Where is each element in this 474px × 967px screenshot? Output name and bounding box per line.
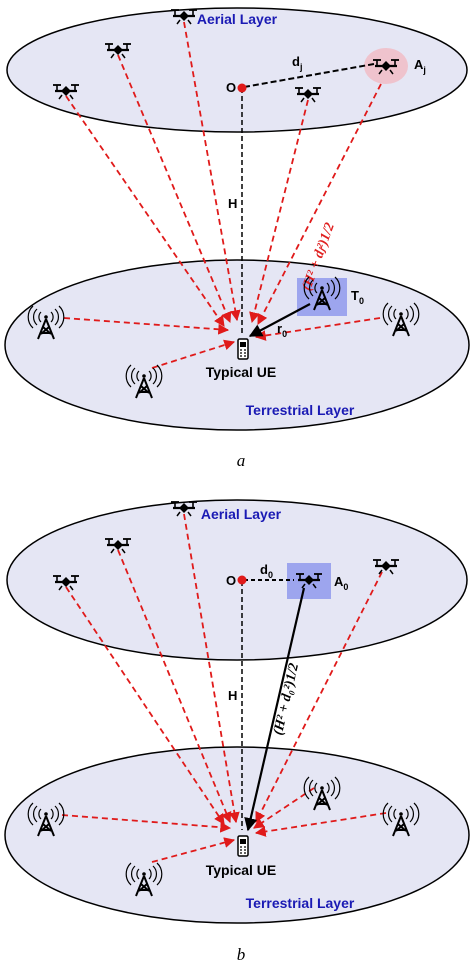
phone-icon xyxy=(237,835,249,857)
terrestrial-layer-ellipse xyxy=(4,746,470,924)
interference-link xyxy=(117,549,232,823)
ue-label: Typical UE xyxy=(206,862,277,878)
interference-link xyxy=(253,787,315,829)
origin-label: O xyxy=(226,80,236,95)
origin-dot xyxy=(237,83,247,93)
interference-link xyxy=(254,812,387,837)
aerial-layer-title: Aerial Layer xyxy=(201,506,282,522)
serving-aerial-label: A0 xyxy=(334,574,348,592)
interference-link xyxy=(61,814,232,833)
distance-label: d0 xyxy=(260,562,273,580)
panel-b-caption: b xyxy=(237,945,246,964)
panel-a-caption: a xyxy=(237,451,246,470)
height-label: H xyxy=(228,196,237,211)
interference-link xyxy=(117,54,232,323)
serving-aerial-label: Aj xyxy=(414,57,426,75)
serving-link xyxy=(244,587,306,832)
phone-icon xyxy=(237,338,249,360)
interference-links xyxy=(61,513,387,863)
horizontal-distance-line xyxy=(243,63,375,88)
terrestrial-layer-title: Terrestrial Layer xyxy=(246,895,355,911)
interference-link xyxy=(183,513,240,824)
distance-label: dj xyxy=(292,54,302,72)
interference-link xyxy=(65,95,225,327)
aerial-layer-ellipse xyxy=(6,7,468,133)
serving-bs-highlight xyxy=(297,278,347,316)
interference-link xyxy=(63,317,230,335)
origin-label: O xyxy=(226,573,236,588)
ue-label: Typical UE xyxy=(206,364,277,380)
serving-bs-label: T0 xyxy=(351,288,364,306)
terrestrial-layer-title: Terrestrial Layer xyxy=(246,402,355,418)
terrestrial-layer-ellipse xyxy=(4,259,470,431)
origin-dot xyxy=(237,575,247,585)
panel-b: Aerial Layer Terrestrial Layer O H d0 A0… xyxy=(4,499,470,964)
interference-link xyxy=(65,586,225,825)
interference-link xyxy=(257,83,382,325)
height-label: H xyxy=(228,688,237,703)
interference-link xyxy=(249,99,309,324)
interference-link xyxy=(183,21,241,322)
aerial-layer-ellipse xyxy=(6,499,468,661)
interference-link xyxy=(254,317,381,341)
aerial-layer-title: Aerial Layer xyxy=(197,11,278,27)
link-distance-label: r0 xyxy=(277,321,287,339)
serving-link xyxy=(248,303,311,337)
interference-links xyxy=(63,21,382,369)
distance-formula: (H² + d₀²)1/2 xyxy=(271,662,302,737)
panel-a: Aerial Layer Terrestrial Layer O H dj Aj xyxy=(4,7,470,470)
interference-link xyxy=(151,339,236,369)
interference-link xyxy=(151,837,236,863)
interference-link xyxy=(255,571,383,823)
